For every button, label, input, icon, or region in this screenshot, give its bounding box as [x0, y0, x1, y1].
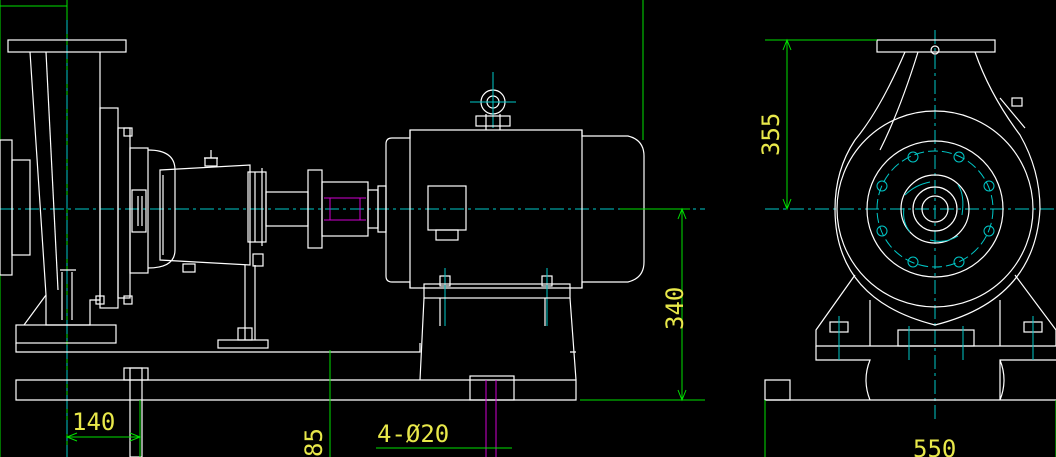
dim-550: 550: [913, 435, 956, 457]
casing-outer-ring: [836, 110, 1034, 308]
dim-355: 355: [757, 113, 785, 156]
dim-bolt-holes: 4-Ø20: [377, 420, 449, 448]
baseplate: [15, 379, 577, 401]
terminal-box: [427, 185, 467, 231]
bearing-housing: [159, 164, 251, 266]
dim-85: 85: [300, 428, 328, 457]
suction-flange: [0, 139, 13, 276]
dim-340: 340: [661, 287, 689, 330]
front-view: [0, 0, 705, 457]
discharge-flange: [7, 39, 127, 53]
dim-140: 140: [72, 408, 115, 436]
side-view: [764, 30, 1056, 457]
motor-body: [385, 129, 645, 289]
